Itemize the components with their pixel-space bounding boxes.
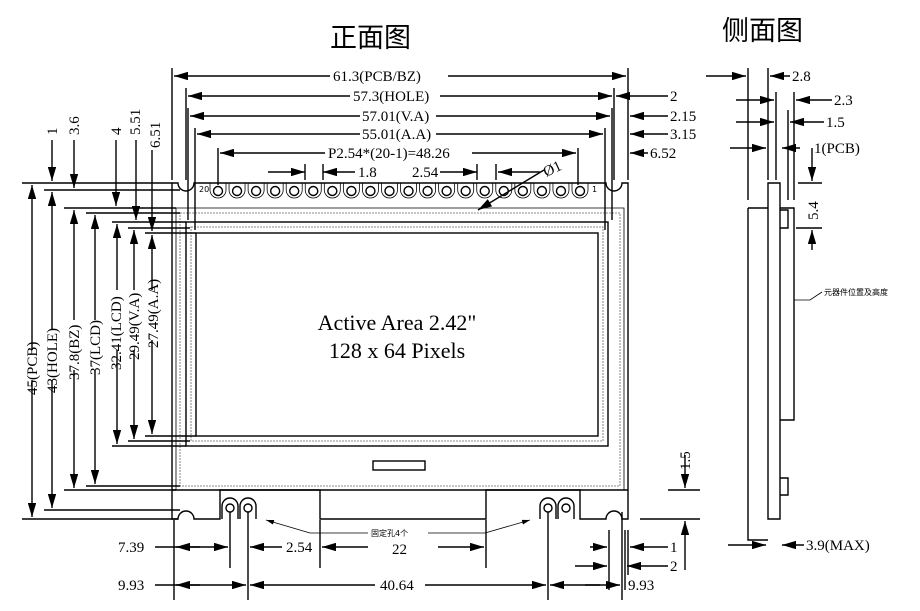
dim-bz-height: 37.8(BZ) xyxy=(67,325,83,380)
pin-hole xyxy=(403,185,414,197)
pin-pad xyxy=(285,183,303,199)
dim-bottom-2: 2 xyxy=(670,559,678,575)
pin-hole xyxy=(479,185,490,197)
pin-pad xyxy=(323,183,341,199)
pin-pad xyxy=(247,183,265,199)
dim-right-aa: 3.15 xyxy=(670,127,696,143)
dim-hole-width: 57.3(HOLE) xyxy=(353,89,429,105)
pin-pad xyxy=(457,183,475,199)
pin-pad xyxy=(266,183,284,199)
dim-pin-diameter: Ø1 xyxy=(541,158,564,180)
pin-last-label: 1 xyxy=(592,185,597,194)
pin-hole xyxy=(384,185,395,197)
pin-hole xyxy=(231,185,243,197)
dim-side-pcb: 1(PCB) xyxy=(814,141,860,157)
dim-side-max: 3.9(MAX) xyxy=(806,538,870,554)
dim-side-1-5: 1.5 xyxy=(826,115,845,131)
dim-left-5-51: 5.51 xyxy=(128,109,144,135)
dim-right-pin: 6.52 xyxy=(650,146,676,162)
pin-pad xyxy=(342,183,360,199)
side-view xyxy=(706,68,832,550)
front-view-title: 正面图 xyxy=(330,23,411,54)
dim-pin-pitch-total: P2.54*(20-1)=48.26 xyxy=(328,146,450,162)
mounting-holes-note: 固定孔4个 xyxy=(371,528,408,538)
pin-pad xyxy=(495,183,513,199)
dim-bottom-hole-pitch: 2.54 xyxy=(286,540,313,556)
dim-right-va: 2.15 xyxy=(670,109,696,125)
dim-bottom-left-9-93: 9.93 xyxy=(118,578,144,594)
pin-pad xyxy=(304,183,322,199)
pin-row xyxy=(209,183,589,199)
left-dimension-lines xyxy=(22,140,196,520)
top-dimension-lines xyxy=(171,68,668,230)
pin-hole xyxy=(422,185,433,197)
viewing-area xyxy=(185,221,609,447)
module-outline xyxy=(171,182,629,520)
dim-left-4: 4 xyxy=(109,127,125,135)
side-view-title: 侧面图 xyxy=(722,16,803,47)
dim-lcd-height: 37(LCD) xyxy=(88,320,104,375)
dim-bottom-1: 1 xyxy=(670,540,678,556)
dim-edge-1-5: 1.5 xyxy=(678,451,694,470)
pin-hole xyxy=(460,185,471,197)
dim-hole-height: 43(HOLE) xyxy=(45,328,61,393)
resolution-label: 128 x 64 Pixels xyxy=(329,338,465,363)
dim-pin-pitch: 2.54 xyxy=(412,165,439,181)
dim-right-hole: 2 xyxy=(670,89,678,105)
pin-pad xyxy=(419,183,436,199)
pin-pad xyxy=(400,183,417,199)
dim-side-2-8: 2.8 xyxy=(792,69,811,85)
pin-hole xyxy=(365,185,376,197)
pin-pad xyxy=(533,183,551,199)
pin-hole xyxy=(441,185,452,197)
pin-first-label: 20 xyxy=(199,185,209,194)
dim-va-width: 57.01(V.A) xyxy=(362,109,429,125)
pin-pad xyxy=(381,183,398,199)
bottom-dimension-lines xyxy=(155,455,700,600)
pin-pad xyxy=(476,183,494,199)
dim-va-height: 29.49(V.A) xyxy=(127,293,143,360)
dim-aa-height: 27.49(A.A) xyxy=(146,279,162,348)
pin-pad xyxy=(438,183,456,199)
pin-hole xyxy=(212,185,224,197)
component-height-note: 元器件位置及高度 xyxy=(824,287,888,297)
pin-hole xyxy=(308,185,319,197)
dim-left-6-51: 6.51 xyxy=(148,122,164,148)
dim-lcd2-height: 32.41(LCD) xyxy=(109,296,125,370)
dim-bottom-22: 22 xyxy=(392,542,407,558)
pin-pad xyxy=(362,183,379,199)
dim-pcb-width: 61.3(PCB/BZ) xyxy=(333,69,421,85)
dim-side-5-4: 5.4 xyxy=(806,201,822,220)
pin-pad xyxy=(514,183,532,199)
pin-hole xyxy=(555,185,567,197)
pin-hole xyxy=(250,185,262,197)
active-area-label: Active Area 2.42" xyxy=(318,310,477,335)
pin-hole xyxy=(289,185,300,197)
pin-hole xyxy=(327,185,338,197)
dim-left-1: 1 xyxy=(45,128,61,136)
pin-pad xyxy=(571,183,589,199)
pin-hole xyxy=(269,185,281,197)
dim-pin-width: 1.8 xyxy=(358,165,377,181)
dim-bottom-7-39: 7.39 xyxy=(118,540,144,556)
pin-hole xyxy=(346,185,357,197)
dim-aa-width: 55.01(A.A) xyxy=(362,127,431,143)
active-area xyxy=(195,232,599,437)
pin-hole xyxy=(574,185,586,197)
pin-hole xyxy=(536,185,548,197)
tab xyxy=(372,460,426,471)
dim-bottom-40-64: 40.64 xyxy=(380,578,414,594)
dim-bottom-right-9-93: 9.93 xyxy=(628,578,654,594)
dim-pcb-height: 45(PCB) xyxy=(25,342,41,395)
dim-side-2-3: 2.3 xyxy=(834,93,853,109)
pin-pad xyxy=(209,183,227,199)
pin-hole xyxy=(517,185,529,197)
pin-pad xyxy=(552,183,570,199)
mounting-holes xyxy=(221,497,575,519)
dim-left-3-6: 3.6 xyxy=(67,116,83,135)
pin-pad xyxy=(228,183,246,199)
